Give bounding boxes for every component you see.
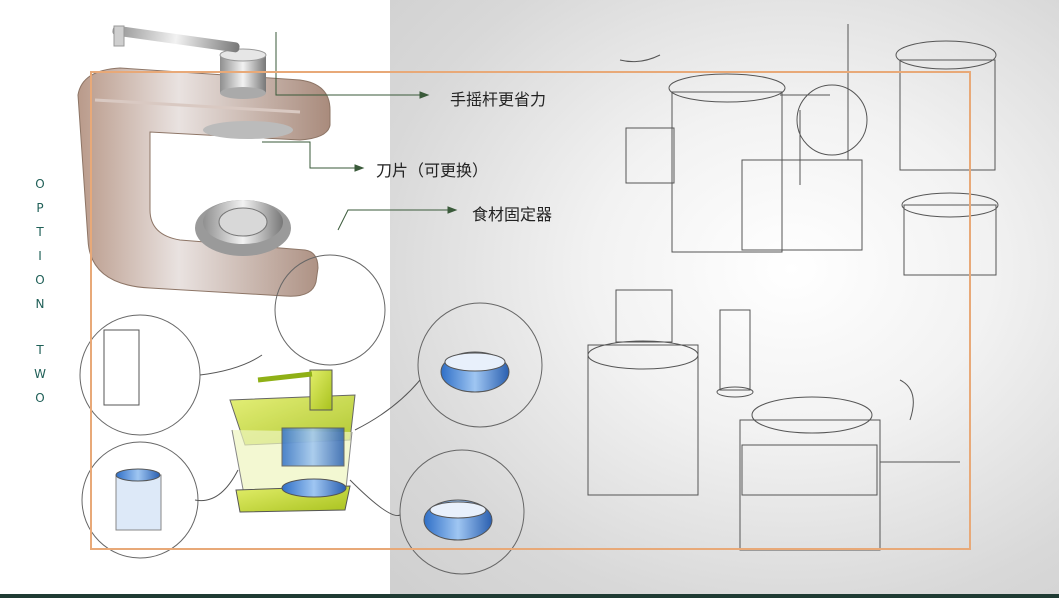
side-letter: N bbox=[35, 297, 45, 311]
option-two-label: O P T I O N T W O bbox=[30, 178, 50, 416]
callout-holder: 食材固定器 bbox=[472, 205, 553, 224]
content-frame bbox=[90, 71, 971, 550]
pencil-sketches bbox=[587, 24, 999, 551]
side-letter: T bbox=[36, 343, 44, 357]
product-render bbox=[77, 25, 331, 297]
sketch-background bbox=[390, 0, 1059, 598]
side-letter: O bbox=[35, 391, 45, 405]
callout-blade: 刀片（可更换） bbox=[376, 161, 489, 180]
color-sketches bbox=[79, 254, 543, 575]
side-letter: O bbox=[35, 177, 45, 191]
callout-leaders bbox=[262, 32, 458, 231]
side-letter: P bbox=[36, 201, 44, 215]
bottom-bar bbox=[0, 594, 1059, 598]
side-letter: W bbox=[34, 367, 46, 381]
side-letter: I bbox=[38, 249, 42, 263]
side-letter: O bbox=[35, 273, 45, 287]
side-letter: T bbox=[36, 225, 44, 239]
callout-crank: 手摇杆更省力 bbox=[450, 90, 547, 109]
